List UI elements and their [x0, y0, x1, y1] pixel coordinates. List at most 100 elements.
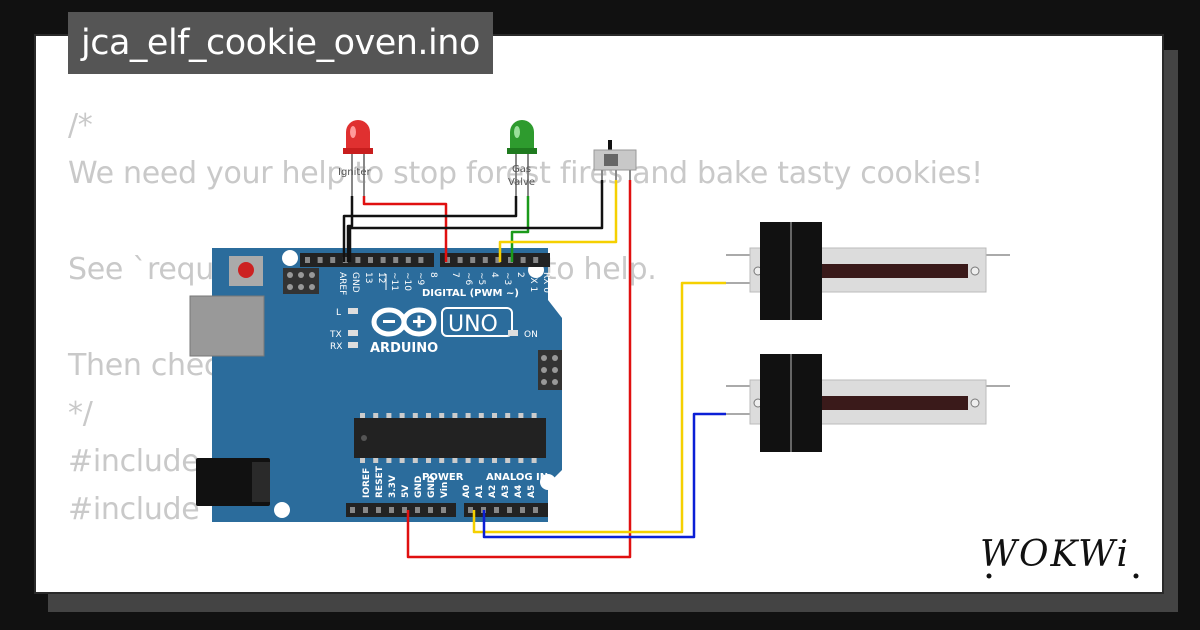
header-pin[interactable]: [482, 257, 488, 263]
reset-button-cap[interactable]: [238, 262, 254, 278]
header-pin[interactable]: [508, 257, 513, 263]
header-pin[interactable]: [533, 507, 538, 513]
chip-pin: [478, 458, 484, 463]
chip-pin: [373, 413, 379, 418]
header-pin[interactable]: [393, 257, 399, 263]
wires: [342, 180, 726, 559]
bottom-pin-label: A0: [462, 485, 472, 498]
chip-pin: [360, 413, 365, 418]
chip-pin: [426, 458, 431, 463]
header-top-right: [440, 253, 550, 267]
top-pin-label: 7: [450, 272, 460, 278]
wire-switch-gnd: [348, 180, 604, 262]
chip-pin: [465, 413, 471, 418]
tx-led-label: TX: [329, 330, 342, 340]
led-red[interactable]: [343, 120, 373, 196]
bottom-pin-label: RESET: [375, 465, 385, 498]
top-pin-label: 2: [515, 272, 525, 278]
on-led-label: ON: [524, 330, 538, 340]
led-green-label-1: Gas: [512, 164, 531, 175]
top-pin-label: 4: [489, 272, 499, 278]
header-pin[interactable]: [355, 257, 361, 263]
wire-igniter-gnd: [346, 196, 354, 262]
header-pin[interactable]: [350, 507, 355, 513]
header-pin[interactable]: [494, 507, 499, 513]
header-pin[interactable]: [441, 507, 446, 513]
header-pin[interactable]: [305, 257, 310, 263]
chip-pin: [452, 413, 458, 418]
header-pin[interactable]: [330, 257, 336, 263]
wire-valve: [510, 196, 530, 262]
header-pin[interactable]: [415, 507, 420, 513]
header-pin[interactable]: [445, 257, 450, 263]
top-pin-label: 8: [428, 272, 438, 278]
top-header-pins: [305, 257, 539, 263]
code-line: #include: [68, 444, 200, 479]
top-pin-label: ~3: [502, 272, 512, 285]
mount-hole: [540, 474, 556, 490]
header-pin[interactable]: [507, 507, 512, 513]
chip-pin: [412, 458, 418, 463]
chip-pin: [531, 413, 537, 418]
chip-pin: [412, 413, 418, 418]
header-pin[interactable]: [380, 257, 386, 263]
slide-switch[interactable]: [593, 140, 637, 180]
wire-valve-gnd: [342, 196, 518, 262]
l-led-label: L: [336, 308, 341, 318]
top-pin-label: ~10: [402, 272, 412, 291]
top-pin-label: ~6: [463, 272, 473, 286]
header-pin[interactable]: [457, 257, 463, 263]
header-pin[interactable]: [520, 507, 525, 513]
header-pin[interactable]: [376, 507, 381, 513]
header-pin[interactable]: [533, 257, 539, 263]
chip-pin: [518, 413, 524, 418]
header-pin[interactable]: [468, 507, 473, 513]
chip-pin: [478, 413, 484, 418]
slide-potentiometer-2[interactable]: [726, 354, 1010, 452]
chip-pin: [399, 458, 405, 463]
chip-pin: [386, 413, 392, 418]
led-green[interactable]: [507, 120, 537, 196]
rx-led-label: RX: [330, 342, 342, 352]
chip-pin: [426, 413, 431, 418]
project-title: jca_elf_cookie_oven.ino: [68, 12, 493, 74]
header-pin[interactable]: [317, 257, 323, 263]
chip-pin: [439, 458, 445, 463]
header-pin[interactable]: [495, 257, 501, 263]
header-pin[interactable]: [405, 257, 411, 263]
wire-5v: [406, 180, 632, 559]
header-pin[interactable]: [470, 257, 476, 263]
top-pin-label: AREF: [337, 272, 347, 295]
header-pin[interactable]: [368, 257, 373, 263]
wokwi-logo-text: WOKWi: [980, 534, 1130, 575]
header-pin[interactable]: [402, 507, 407, 513]
bottom-pin-label: A2: [488, 485, 498, 498]
code-line: /*: [68, 108, 93, 143]
wire-igniter: [362, 196, 448, 262]
header-pin[interactable]: [520, 257, 526, 263]
power-jack-side: [252, 462, 270, 502]
chip-pin: [373, 458, 379, 463]
top-pin-label: TX 1: [528, 271, 538, 292]
power-jack: [196, 458, 270, 506]
led-green-label-2: Valve: [508, 177, 535, 188]
uno-text: UNO: [448, 312, 498, 337]
mount-hole: [274, 502, 290, 518]
header-pin[interactable]: [428, 507, 433, 513]
header-pin[interactable]: [342, 257, 348, 263]
mount-hole: [282, 250, 298, 266]
slide-potentiometer-1[interactable]: [726, 222, 1010, 320]
header-bottom-power: [346, 503, 456, 517]
header-pin[interactable]: [389, 507, 394, 513]
icsp-header: [283, 268, 319, 294]
header-pin[interactable]: [363, 507, 368, 513]
uno-badge: [441, 307, 513, 337]
top-pin-label: ~9: [415, 272, 425, 286]
chip-notch: [361, 435, 367, 441]
chip-pin: [465, 458, 471, 463]
header-pin[interactable]: [418, 257, 424, 263]
chip-pin: [360, 458, 365, 463]
